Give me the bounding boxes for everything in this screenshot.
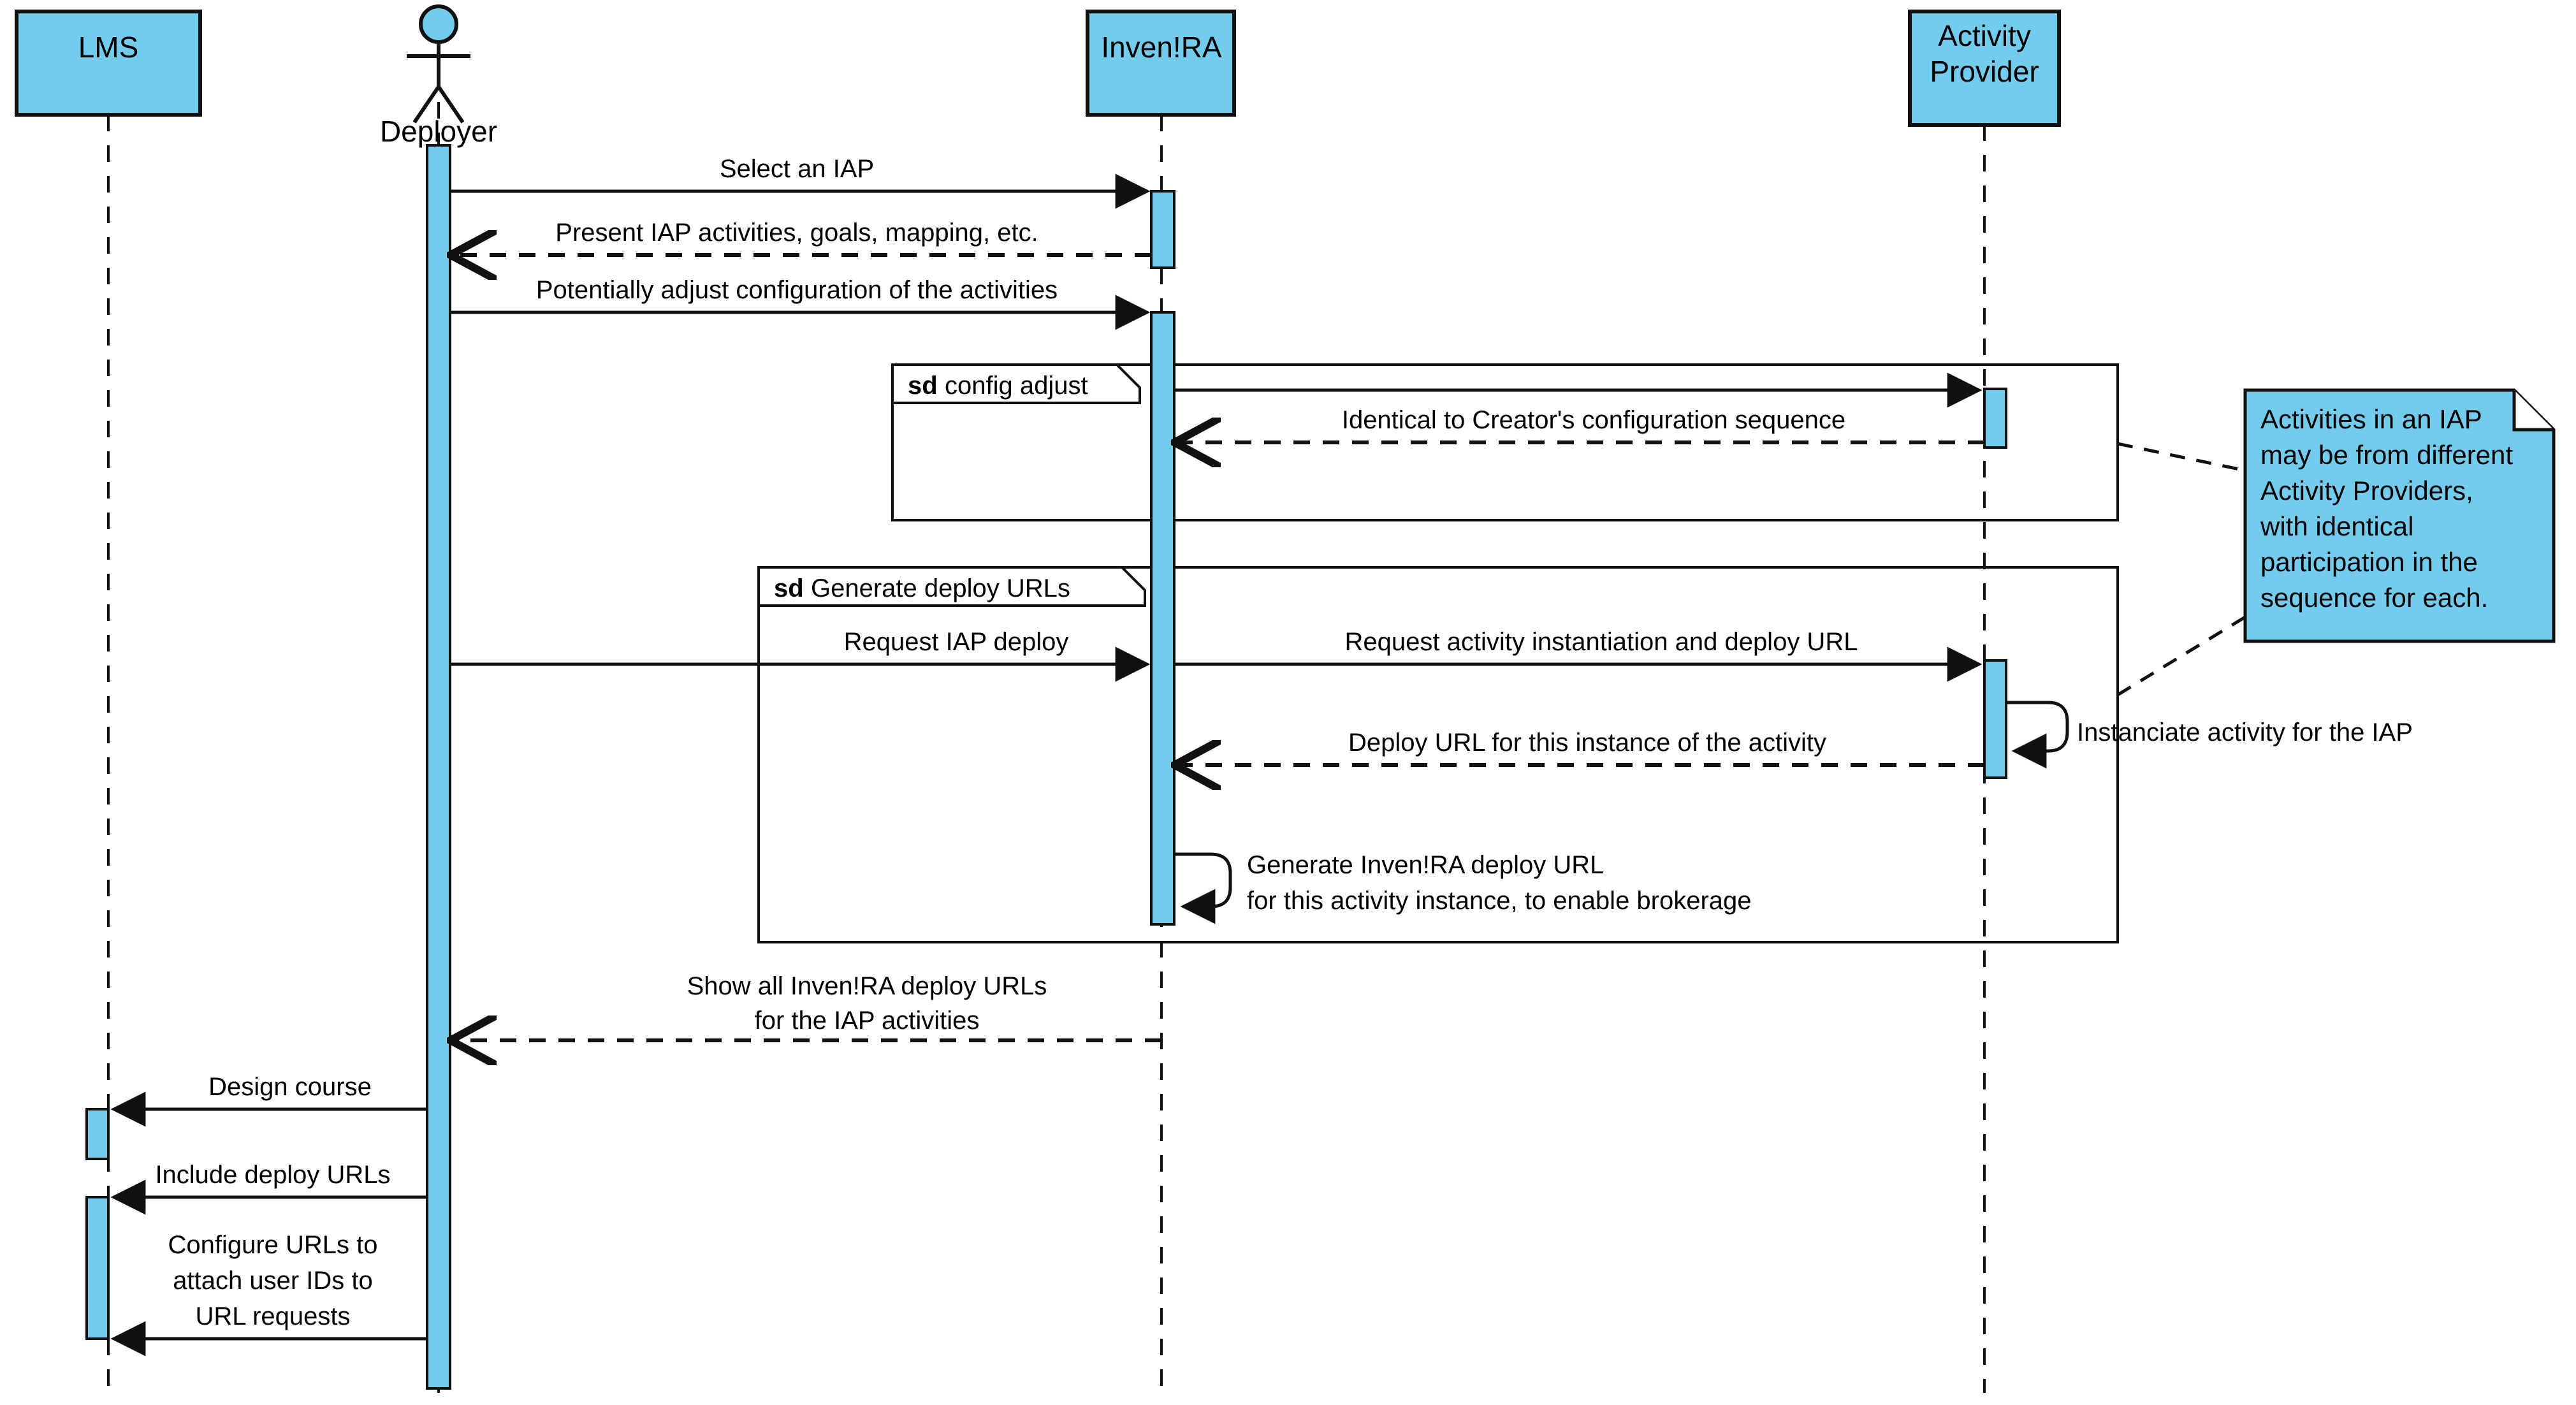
participant-label-provider-line1: Activity <box>1938 19 2031 52</box>
message-generate-invenra-deploy-url: Generate Inven!RA deploy URL for this ac… <box>1174 851 1752 924</box>
message-label-generate-invenra-deploy-url-line1: Generate Inven!RA deploy URL <box>1247 851 1604 879</box>
participant-label-deployer: Deployer <box>380 115 497 148</box>
activation-deployer <box>426 144 451 1390</box>
fragment-keyword: sd <box>908 372 938 400</box>
message-request-activity-instantiation: Request activity instantiation and deplo… <box>1174 628 1983 682</box>
message-label-request-iap-deploy: Request IAP deploy <box>844 628 1069 656</box>
activation-invenra-2 <box>1150 311 1175 926</box>
message-label-select-an-iap: Select an IAP <box>720 155 874 183</box>
participant-provider[interactable]: Activity Provider <box>1908 10 2061 127</box>
message-label-design-course: Design course <box>208 1073 372 1101</box>
message-label-configure-urls-line2: attach user IDs to <box>173 1267 372 1295</box>
fragment-config-adjust: sd config adjust <box>891 363 2119 521</box>
message-label-show-all-deploy-urls-line1: Show all Inven!RA deploy URLs <box>687 972 1047 1000</box>
activation-lms-1 <box>85 1108 110 1160</box>
message-present-iap-activities: Present IAP activities, goals, mapping, … <box>454 219 1151 255</box>
message-label-include-deploy-urls: Include deploy URLs <box>155 1161 390 1189</box>
participant-label-invenra: Inven!RA <box>1101 31 1222 64</box>
message-label-configure-urls-line3: URL requests <box>195 1302 350 1330</box>
participant-deployer[interactable]: Deployer <box>380 4 497 148</box>
message-configure-urls: Configure URLs to attach user IDs to URL… <box>110 1231 427 1357</box>
message-label-configure-urls-line1: Configure URLs to <box>168 1231 377 1259</box>
note-connector-upper <box>2117 442 2246 472</box>
note-dogear-icon <box>2512 390 2554 432</box>
message-label-potentially-adjust-configuration: Potentially adjust configuration of the … <box>536 276 1058 304</box>
message-show-all-deploy-urls: Show all Inven!RA deploy URLs for the IA… <box>454 972 1161 1040</box>
message-include-deploy-urls: Include deploy URLs <box>110 1161 427 1215</box>
fragment-keyword-2: sd <box>774 574 804 602</box>
message-label-show-all-deploy-urls-line2: for the IAP activities <box>755 1007 980 1035</box>
note-line-4: with identical <box>2260 511 2413 541</box>
note-line-1: Activities in an IAP <box>2260 404 2482 434</box>
actor-left-leg-icon <box>412 85 440 124</box>
note-line-3: Activity Providers, <box>2260 476 2473 506</box>
note-line-6: sequence for each. <box>2260 583 2488 613</box>
activation-provider-1 <box>1983 388 2007 449</box>
message-instanciate-activity-for-the-iap: Instanciate activity for the IAP <box>2006 701 2413 769</box>
note-activities-in-an-iap: Activities in an IAP may be from differe… <box>2116 388 2556 697</box>
message-deploy-url-for-this-instance: Deploy URL for this instance of the acti… <box>1178 729 1984 765</box>
message-label-present-iap-activities: Present IAP activities, goals, mapping, … <box>555 219 1038 247</box>
actor-right-leg-icon <box>437 85 465 124</box>
activation-lms-2 <box>85 1196 110 1340</box>
message-label-generate-invenra-deploy-url-line2: for this activity instance, to enable br… <box>1247 887 1752 915</box>
message-select-an-iap: Select an IAP <box>450 155 1151 209</box>
participant-label-provider-line2: Provider <box>1930 55 2039 88</box>
fragment-label-generate-deploy-urls: Generate deploy URLs <box>811 574 1070 602</box>
activation-bars-group <box>85 144 2007 1390</box>
message-request-iap-deploy: Request IAP deploy <box>450 628 1151 682</box>
activation-provider-2 <box>1983 659 2007 779</box>
message-label-request-activity-instantiation: Request activity instantiation and deplo… <box>1345 628 1858 656</box>
message-design-course: Design course <box>110 1073 427 1127</box>
fragment-label-config-adjust: config adjust <box>945 372 1088 400</box>
note-line-2: may be from different <box>2260 440 2513 470</box>
message-label-instanciate-activity-for-the-iap: Instanciate activity for the IAP <box>2077 718 2413 746</box>
participant-label-lms: LMS <box>78 31 139 64</box>
note-line-5: participation in the <box>2260 547 2478 577</box>
participant-lms[interactable]: LMS <box>15 10 202 117</box>
message-label-identical-to-creators-configuration-sequence: Identical to Creator's configuration seq… <box>1342 406 1845 434</box>
actor-head-icon <box>419 4 458 44</box>
message-identical-to-creators-configuration-sequence: Identical to Creator's configuration seq… <box>1178 406 1984 442</box>
activation-invenra-1 <box>1150 190 1175 269</box>
message-label-deploy-url-for-this-instance: Deploy URL for this instance of the acti… <box>1348 729 1826 757</box>
message-potentially-adjust-configuration: Potentially adjust configuration of the … <box>450 276 1151 330</box>
participant-invenra[interactable]: Inven!RA <box>1086 10 1236 117</box>
fragment-generate-deploy-urls: sd Generate deploy URLs <box>757 566 2119 943</box>
